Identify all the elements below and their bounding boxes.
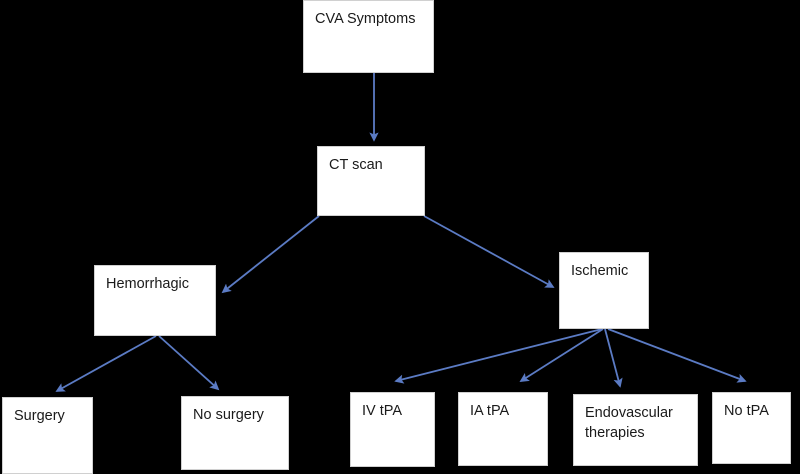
node-endovascular-therapies[interactable]: Endovascular therapies — [573, 394, 698, 466]
edge-ischemic-to-no-tpa — [607, 328, 747, 383]
node-no-surgery-label: No surgery — [193, 407, 264, 423]
node-hemorrhagic[interactable]: Hemorrhagic — [94, 265, 216, 336]
node-surgery[interactable]: Surgery — [2, 397, 93, 474]
node-ischemic-label: Ischemic — [571, 263, 629, 279]
edge-hemorrhagic-to-surgery — [55, 335, 157, 392]
node-hemorrhagic-label: Hemorrhagic — [106, 276, 189, 292]
node-no-tpa-label: No tPA — [724, 403, 769, 419]
node-iv-tpa[interactable]: IV tPA — [350, 392, 435, 467]
edge-ct-scan-to-hemorrhagic — [221, 215, 320, 294]
edge-ischemic-to-ia-tpa — [519, 328, 604, 382]
node-ia-tpa-label: IA tPA — [470, 403, 510, 419]
node-cva-symptoms[interactable]: CVA Symptoms — [303, 0, 434, 73]
node-ct-scan-label: CT scan — [329, 157, 383, 173]
edge-hemorrhagic-to-no-surgery — [158, 335, 220, 391]
node-endovascular-therapies-label: Endovascular therapies — [585, 405, 673, 441]
node-ischemic[interactable]: Ischemic — [559, 252, 649, 329]
node-ia-tpa[interactable]: IA tPA — [458, 392, 548, 466]
edge-ischemic-to-iv-tpa — [394, 328, 603, 384]
node-cva-symptoms-label: CVA Symptoms — [315, 11, 416, 27]
edge-ct-scan-to-ischemic — [423, 215, 555, 288]
edge-ischemic-to-endovascular-therapies — [604, 328, 623, 388]
node-no-surgery[interactable]: No surgery — [181, 396, 289, 470]
node-iv-tpa-label: IV tPA — [362, 403, 403, 419]
node-surgery-label: Surgery — [14, 408, 65, 424]
node-ct-scan[interactable]: CT scan — [317, 146, 425, 216]
node-no-tpa[interactable]: No tPA — [712, 392, 791, 464]
